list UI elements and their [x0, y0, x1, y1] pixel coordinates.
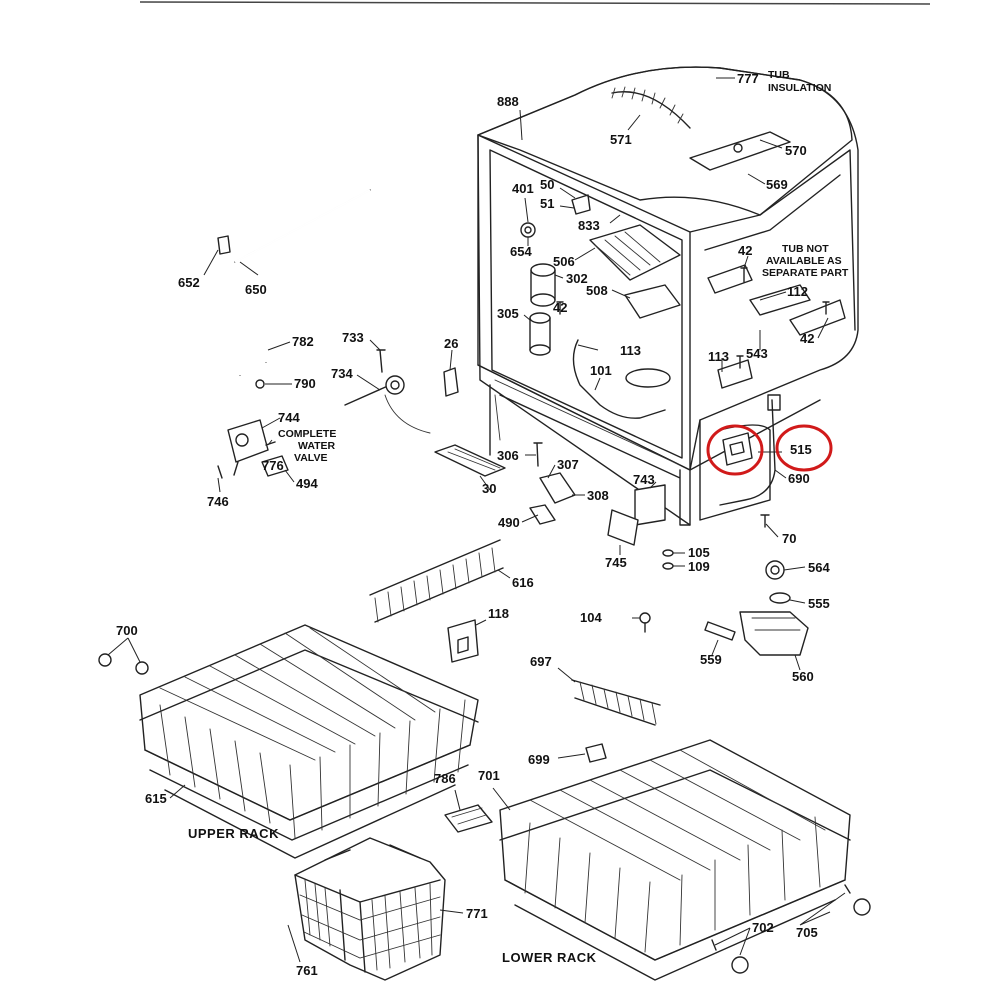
- part-label-42a: 42: [553, 300, 567, 315]
- part-786: [444, 804, 493, 833]
- part-30: [434, 444, 506, 477]
- part-104: [639, 612, 651, 633]
- part-label-888: 888: [497, 94, 519, 109]
- part-label-543: 543: [746, 346, 768, 361]
- part-label-113a: 113: [620, 343, 641, 358]
- part-label-700: 700: [116, 623, 138, 638]
- part-label-70: 70: [782, 531, 796, 546]
- part-label-690: 690: [788, 471, 810, 486]
- note-tub-insulation-line2: INSULATION: [768, 82, 831, 94]
- upper-rack-label: UPPER RACK: [188, 826, 279, 841]
- part-label-570: 570: [785, 143, 807, 158]
- lower-rack: [499, 739, 871, 981]
- note-tub-not-available-line1: TUB NOT: [782, 243, 829, 255]
- part-label-508: 508: [586, 283, 608, 298]
- part-26: [443, 367, 459, 397]
- note-water-valve-line2: WATER: [298, 440, 336, 452]
- part-label-761: 761: [296, 963, 318, 978]
- part-label-26: 26: [444, 336, 458, 351]
- part-label-101: 101: [590, 363, 612, 378]
- part-label-50: 50: [540, 177, 554, 192]
- door-seal-650: [217, 189, 371, 263]
- tine-row-697: [571, 679, 661, 726]
- part-label-113b: 113: [708, 349, 729, 364]
- part-label-699: 699: [528, 752, 550, 767]
- highlight-circle-label: [775, 424, 833, 472]
- part-label-109: 109: [688, 559, 710, 574]
- part-label-650: 650: [245, 282, 267, 297]
- part-label-790: 790: [294, 376, 316, 391]
- part-label-104: 104: [580, 610, 602, 625]
- part-label-30: 30: [482, 481, 496, 496]
- part-label-654: 654: [510, 244, 532, 259]
- part-label-305: 305: [497, 306, 519, 321]
- part-label-701: 701: [478, 768, 500, 783]
- scan-edge: [139, 1, 931, 5]
- part-label-42b: 42: [738, 243, 752, 258]
- part-label-705: 705: [796, 925, 818, 940]
- part-label-490: 490: [498, 515, 520, 530]
- part-label-833: 833: [578, 218, 600, 233]
- note-tub-not-available-line2: AVAILABLE AS: [766, 255, 842, 267]
- part-label-494: 494: [296, 476, 318, 491]
- silverware-basket: [294, 837, 446, 981]
- part-number-labels: 777 888 571 570 569 401 50 51 833 654 50…: [116, 71, 830, 978]
- part-label-652: 652: [178, 275, 200, 290]
- highlight-circle-part: [706, 424, 764, 476]
- note-tub-not-available-line3: SEPARATE PART: [762, 267, 849, 279]
- part-label-746: 746: [207, 494, 229, 509]
- part-label-515: 515: [790, 442, 812, 457]
- note-water-valve-line1: COMPLETE: [278, 428, 336, 440]
- part-label-776: 776: [262, 458, 284, 473]
- part-label-302: 302: [566, 271, 588, 286]
- note-water-valve-line3: VALVE: [294, 452, 327, 464]
- part-699: [585, 743, 607, 763]
- leader-lines: [107, 77, 846, 963]
- upper-rack: [139, 624, 479, 859]
- hose-782: [238, 340, 268, 389]
- parts-743-745: [607, 484, 666, 546]
- part-label-306: 306: [497, 448, 519, 463]
- part-label-616: 616: [512, 575, 534, 590]
- part-label-743: 743: [633, 472, 655, 487]
- part-label-118: 118: [488, 606, 509, 621]
- wheels-700: [98, 653, 149, 675]
- note-tub-insulation-line1: TUB: [768, 69, 790, 81]
- tine-row-616: [369, 539, 504, 623]
- part-label-555: 555: [808, 596, 830, 611]
- part-label-734: 734: [331, 366, 353, 381]
- part-label-401: 401: [512, 181, 534, 196]
- parts-70-105-109: [662, 514, 770, 570]
- part-734: [344, 349, 431, 434]
- part-label-105: 105: [688, 545, 710, 560]
- part-label-506: 506: [553, 254, 575, 269]
- part-label-42c: 42: [800, 331, 814, 346]
- lower-rack-label: LOWER RACK: [502, 950, 597, 965]
- part-label-702: 702: [752, 920, 774, 935]
- part-label-777: 777: [737, 71, 759, 86]
- part-label-771: 771: [466, 906, 488, 921]
- part-label-564: 564: [808, 560, 830, 575]
- water-valve-744: [217, 419, 289, 479]
- part-label-615: 615: [145, 791, 167, 806]
- part-label-745: 745: [605, 555, 627, 570]
- part-label-733: 733: [342, 330, 364, 345]
- part-label-744: 744: [278, 410, 300, 425]
- part-label-560: 560: [792, 669, 814, 684]
- part-label-786: 786: [434, 771, 456, 786]
- part-label-782: 782: [292, 334, 314, 349]
- part-label-307: 307: [557, 457, 579, 472]
- part-label-697: 697: [530, 654, 552, 669]
- pump-parts-564-555-560-559: [704, 560, 809, 656]
- part-label-559: 559: [700, 652, 722, 667]
- part-label-569: 569: [766, 177, 788, 192]
- part-label-51: 51: [540, 196, 554, 211]
- part-118: [447, 619, 479, 663]
- part-label-112: 112: [787, 284, 808, 299]
- part-label-308: 308: [587, 488, 609, 503]
- part-label-571: 571: [610, 132, 632, 147]
- parts-306-307-308-490: [529, 442, 576, 525]
